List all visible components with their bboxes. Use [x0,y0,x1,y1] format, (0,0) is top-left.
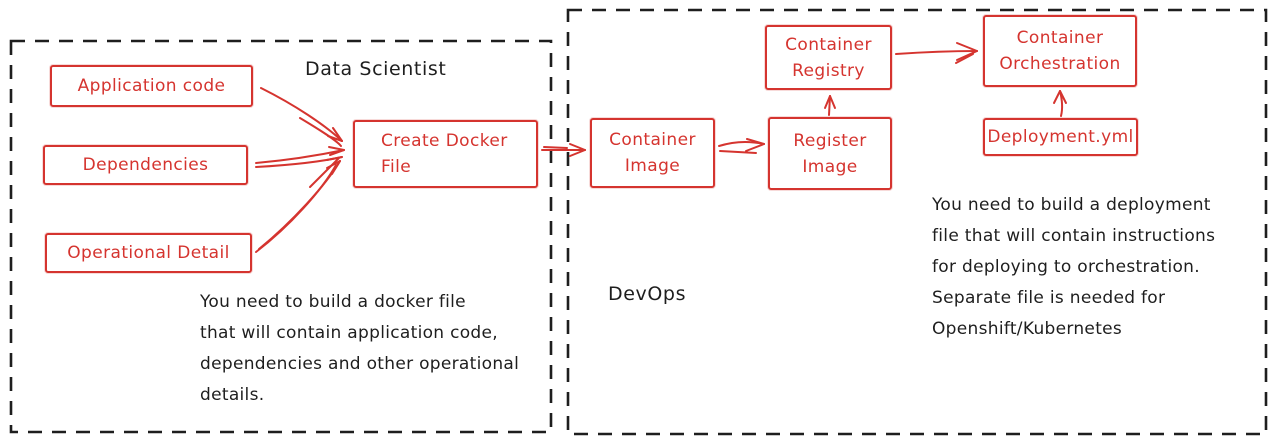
node-register-image: Register Image [768,117,892,190]
node-dependencies: Dependencies [43,145,248,185]
devops-title: DevOps [608,283,687,305]
node-create-docker-file: Create Docker File [353,120,538,188]
node-create-docker-file-label-line1: Create Docker [381,131,508,151]
node-container-orchestration: Container Orchestration [983,15,1137,87]
deployment-file-note-line: You need to build a deployment [932,195,1211,215]
docker-file-note-line: details. [200,385,265,405]
node-container-image: Container Image [590,118,715,188]
node-register-image-label-line1: Register [793,130,867,151]
docker-file-note-line: You need to build a docker file [200,292,466,312]
node-container-orchestration-label-line2: Orchestration [999,54,1121,74]
node-container-registry-label-line1: Container [785,34,872,55]
node-deployment-yml-label: Deployment.yml [987,127,1134,147]
node-register-image-label-line2: Image [802,156,858,177]
arrow-application-code-to-create-docker-file [260,87,343,147]
node-application-code: Application code [50,65,253,107]
arrow-register-image-to-container-registry [824,95,836,116]
arrow-container-registry-to-container-orchestration [895,42,978,64]
arrow-operational-detail-to-create-docker-file [255,157,341,253]
node-deployment-yml: Deployment.yml [983,118,1138,156]
deployment-file-note-line: Openshift/Kubernetes [932,319,1123,339]
docker-file-note-line: that will contain application code, [200,323,498,343]
arrow-deployment-yml-to-container-orchestration [1053,90,1067,117]
node-container-orchestration-label-line1: Container [1016,28,1104,48]
deployment-file-note: You need to build a deployment file that… [932,190,1215,345]
node-container-image-label-line2: Image [624,156,681,176]
node-create-docker-file-label-line2: File [381,157,412,177]
node-container-image-label-line1: Container [609,130,696,150]
arrow-dependencies-to-create-docker-file [255,146,345,168]
node-container-registry-label-line2: Registry [792,60,865,81]
deployment-file-note-line: for deploying to orchestration. [932,257,1200,277]
node-operational-detail-label: Operational Detail [67,243,230,263]
docker-file-note-line: dependencies and other operational [200,354,520,374]
node-application-code-label: Application code [77,76,226,96]
docker-file-note: You need to build a docker file that wil… [200,287,519,411]
data-scientist-title: Data Scientist [305,58,447,80]
node-operational-detail: Operational Detail [45,233,252,273]
arrow-create-docker-file-to-container-image [541,143,586,157]
node-container-registry: Container Registry [765,25,892,90]
deployment-file-note-line: Separate file is needed for [932,288,1166,308]
deployment-file-note-line: file that will contain instructions [932,226,1216,246]
arrow-container-image-to-register-image [718,138,765,154]
node-dependencies-label: Dependencies [82,155,209,175]
